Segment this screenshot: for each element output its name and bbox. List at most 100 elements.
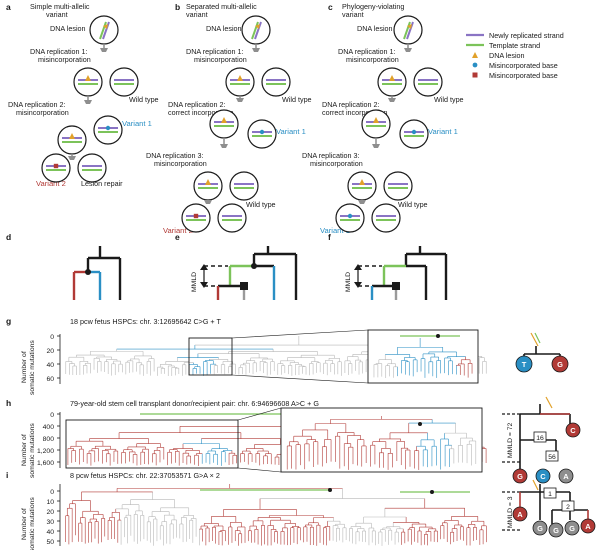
cell-circle (73, 67, 103, 97)
cell-circle (371, 203, 401, 233)
panel-letter-i: i (6, 470, 8, 480)
lesion-icon (359, 179, 365, 185)
panel-c-variant1-b: Variant 1 (320, 226, 350, 235)
legend-mis-blue: Misincorporated base (489, 61, 558, 70)
panel-i-yticks: 0 10 20 30 40 50 (46, 489, 60, 546)
panel-b-wild-type-2: Wild type (246, 200, 276, 209)
cell (229, 171, 259, 201)
panel-g-ytick-40: 40 (46, 362, 54, 369)
panel-g: 18 pcw fetus HSPCs: chr. 3:12695642 C>G … (13, 317, 569, 395)
lesion-icon (221, 117, 227, 123)
panel-g-ylabel-line1: Number of (21, 351, 28, 383)
new-strand (102, 21, 110, 40)
panel-h-ytick-800: 800 (43, 436, 55, 443)
red-base (193, 213, 199, 219)
panel-g-ylabel-line2: somatic mutations (29, 340, 36, 395)
legend-lesion: DNA lesion (489, 51, 525, 60)
panel-g-node-g: G (557, 360, 563, 369)
panel-i: 8 pcw fetus HSPCs: chr. 22:37053571 G>A … (13, 471, 596, 550)
cell (57, 125, 87, 155)
panel-c-title-line1: Phylogeny-violating (342, 2, 404, 11)
division-connector (404, 44, 412, 52)
connector-node (220, 144, 228, 148)
panel-b-wild-type-1: Wild type (282, 95, 312, 104)
blue-base (105, 125, 111, 131)
panel-c: Phylogeny-violating variant DNA lesion D… (302, 0, 464, 235)
panel-d-tree (72, 246, 122, 300)
cell (413, 67, 443, 97)
i-node-dot-1 (328, 488, 332, 492)
panel-f-mmld-label: MMLD (345, 272, 352, 292)
panel-c-wild-type-2: Wild type (398, 200, 428, 209)
panel-h-node-tree: MMLD = 72 16 56 C G C A (502, 396, 581, 484)
division-connector (358, 200, 366, 204)
cell (247, 119, 277, 149)
red-base (53, 163, 59, 169)
panel-b-lesion-label: DNA lesion (206, 24, 242, 33)
panel-g-ylabel: Number of somatic mutations (13, 340, 36, 395)
cell-circle (109, 67, 139, 97)
panel-i-ylabel-line2: somatic mutations (29, 497, 36, 550)
panel-a-rep1-label: DNA replication 1: misincorporation (30, 41, 92, 64)
connector-node (372, 144, 380, 148)
connector-node (404, 48, 412, 52)
panel-letter-g: g (6, 316, 11, 326)
panel-g-ytick-20: 20 (46, 348, 54, 355)
lesion-icon (205, 179, 211, 185)
panel-a-rep2-line1: DNA replication 2: (8, 100, 66, 109)
panel-b: Separated multi-allelic variant DNA lesi… (146, 0, 312, 235)
zoom-node-dot (418, 422, 422, 426)
panel-i-ylabel-line1: Number of (21, 508, 28, 540)
panel-h-yticks: 0 400 800 1,200 1,600 (37, 412, 60, 467)
cell-circle (383, 171, 413, 201)
panel-c-wild-type-1: Wild type (434, 95, 464, 104)
tree-branches (65, 484, 487, 546)
panel-i-node-g1: G (537, 524, 543, 533)
panel-a-title-line1: Simple multi-allelic (30, 2, 90, 11)
panel-g-ytick-0: 0 (50, 334, 54, 341)
lesion-cell (241, 15, 271, 45)
panel-h-box-upper: 16 (536, 435, 544, 442)
panel-b-title: Separated multi-allelic variant (186, 0, 261, 19)
legend: Newly replicated strand Template strand … (466, 31, 564, 80)
cell-circle (347, 171, 377, 201)
panel-h-ytick-400: 400 (43, 424, 55, 431)
connector-node (84, 100, 92, 104)
legend-mis-red: Misincorporated base (489, 71, 558, 80)
connector-node (252, 48, 260, 52)
lesion-icon (69, 133, 75, 139)
panel-b-variant2: Variant 2 (163, 226, 193, 235)
panel-h-node-c1: C (570, 426, 576, 435)
division-connector (84, 96, 92, 104)
panel-h-mmld: MMLD = 72 (507, 422, 514, 458)
panel-h-title: 79-year-old stem cell transplant donor/r… (70, 399, 319, 408)
panel-g-title: 18 pcw fetus HSPCs: chr. 3:12695642 C>G … (70, 317, 221, 326)
panel-e-tree (200, 246, 298, 300)
division-connector (204, 200, 212, 204)
panel-b-rep3-label: DNA replication 3: misincorporation (146, 145, 208, 168)
panel-e-mmld-label: MMLD (191, 272, 198, 292)
cell-circle (377, 67, 407, 97)
blue-base (347, 213, 353, 219)
cell-circle (225, 67, 255, 97)
panel-i-ylabel: Number of somatic mutations (13, 497, 36, 550)
panel-a-rep1-line1: DNA replication 1: (30, 47, 88, 56)
panel-h-box-lower: 56 (548, 454, 556, 461)
panel-c-variant1-a: Variant 1 (428, 127, 458, 136)
panel-g-node-tree: T G (515, 332, 569, 373)
panel-h-ylabel-line1: Number of (21, 434, 28, 466)
cell (209, 109, 239, 139)
cell (93, 115, 123, 145)
new-strand (406, 21, 414, 40)
cell (109, 67, 139, 97)
panel-f-tree (354, 246, 448, 300)
panel-h-node-a: A (563, 472, 569, 481)
panel-i-ytick-20: 20 (46, 509, 54, 516)
panel-c-rep1-label: DNA replication 1: misincorporation (338, 41, 400, 64)
cell-circle (217, 203, 247, 233)
panel-i-node-a2: A (585, 522, 591, 531)
panel-c-title: Phylogeny-violating variant (342, 0, 409, 19)
connector-node (358, 200, 366, 204)
panel-h-ytick-1200: 1,200 (37, 448, 54, 455)
legend-red-square-icon (472, 72, 478, 78)
